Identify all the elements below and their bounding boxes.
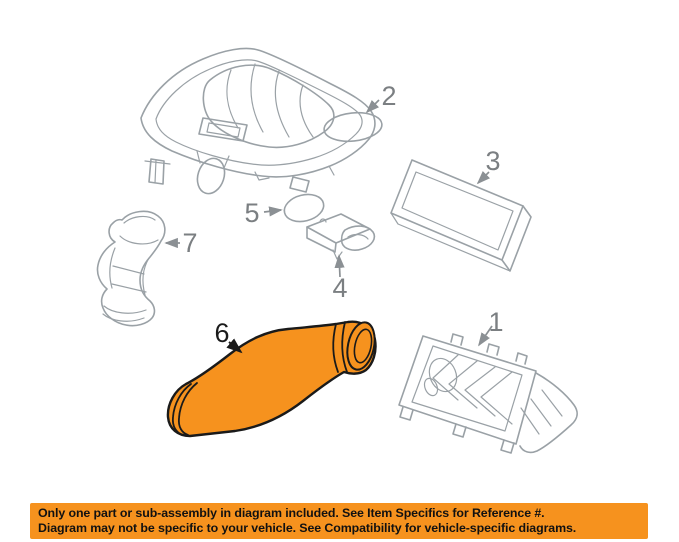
disclaimer-banner: Only one part or sub-assembly in diagram… xyxy=(30,503,648,539)
part-arrow-6 xyxy=(226,338,243,354)
parts-diagram: 1 2 3 4 5 6 7 xyxy=(96,47,578,454)
part-label-5: 5 xyxy=(244,198,259,228)
callout-labels: 1 2 3 4 5 6 7 xyxy=(164,81,504,354)
part-label-3: 3 xyxy=(485,146,500,176)
part-arrow-5 xyxy=(263,206,283,217)
air-cleaner-box-drawing xyxy=(398,333,578,454)
part-arrow-4 xyxy=(334,254,345,278)
air-flow-sensor-drawing xyxy=(306,213,376,260)
highlight-hose-body xyxy=(166,320,377,438)
part-label-4: 4 xyxy=(332,273,347,303)
part-label-1: 1 xyxy=(488,307,503,337)
part-arrow-1 xyxy=(478,325,493,347)
part-arrow-3 xyxy=(476,170,491,185)
seal-oval-drawing xyxy=(283,193,325,223)
air-filter-drawing xyxy=(390,159,532,272)
engine-cover-drawing xyxy=(140,47,383,195)
part-label-7: 7 xyxy=(182,228,197,258)
part-label-6: 6 xyxy=(214,318,229,348)
hose-opening xyxy=(346,321,376,371)
disclaimer-line-1: Only one part or sub-assembly in diagram… xyxy=(38,506,545,520)
highlighted-duct-drawing xyxy=(166,320,377,438)
part-arrow-2 xyxy=(365,99,380,114)
part-label-2: 2 xyxy=(381,81,396,111)
disclaimer-line-2: Diagram may not be specific to your vehi… xyxy=(38,521,577,535)
intake-elbow-drawing xyxy=(96,210,166,327)
